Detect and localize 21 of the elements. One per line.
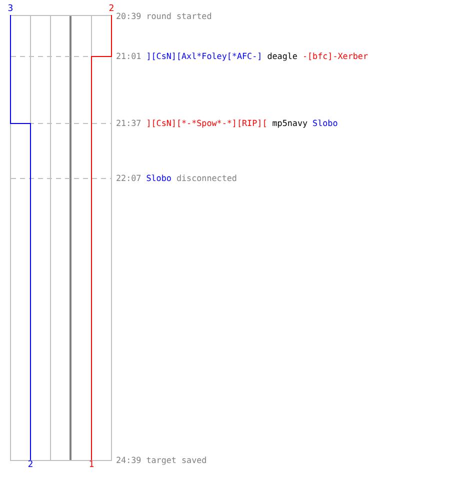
player-name: Slobo <box>312 118 338 128</box>
weapon-name: mp5navy <box>272 118 308 128</box>
weapon-name: deagle <box>267 51 298 61</box>
player-name: -[bfc]-Xerber <box>302 51 368 61</box>
timestamp: 22:07 <box>116 173 142 183</box>
player-count: 1 <box>86 461 96 470</box>
player-name: Slobo <box>146 173 172 183</box>
player-name: ][CsN][*-*Spow*-*][RIP][ <box>146 118 268 128</box>
player-count: 2 <box>26 461 36 470</box>
timestamp: 24:39 <box>116 455 142 465</box>
player-count: 3 <box>6 5 16 14</box>
timestamp: 21:37 <box>116 118 142 128</box>
player-name: ][CsN][Axl*Foley[*AFC-] <box>146 51 262 61</box>
timestamp: 21:01 <box>116 51 142 61</box>
event-text: round started <box>146 11 212 21</box>
event-text: disconnected <box>176 173 237 183</box>
event-text: target saved <box>146 455 207 465</box>
team-count-line <box>10 14 31 460</box>
player-count: 2 <box>106 5 116 14</box>
team-count-line <box>91 14 112 460</box>
timestamp: 20:39 <box>116 11 142 21</box>
